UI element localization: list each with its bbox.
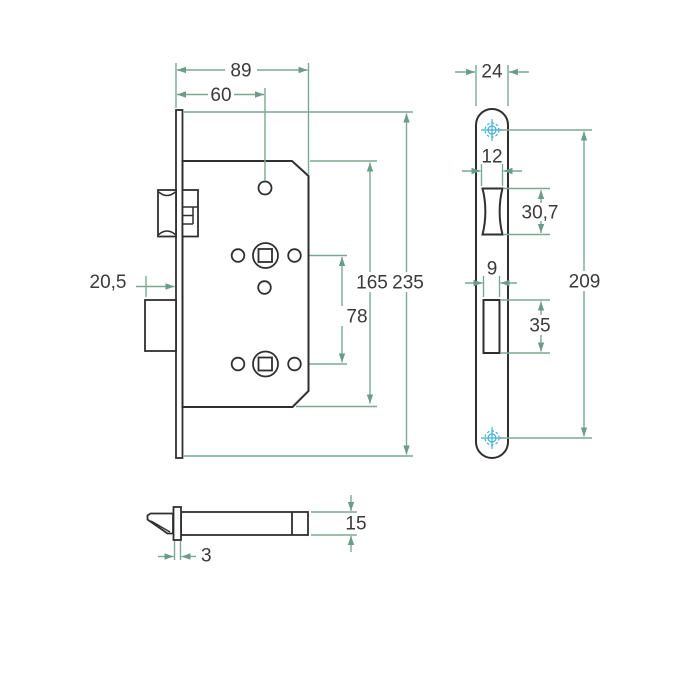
- dim-case-height: 165: [356, 162, 388, 404]
- latch-guide-box: [181, 189, 199, 238]
- screw-hole-icon: [481, 119, 503, 141]
- side-view-dimensions: 15 3: [158, 495, 367, 567]
- dim-label-24: 24: [481, 62, 503, 83]
- dim-total-height: 235: [392, 113, 424, 455]
- latch-bevel-line: [150, 520, 171, 533]
- fixing-hole: [287, 248, 302, 263]
- dim-label-9: 9: [487, 259, 498, 280]
- dim-label-165: 165: [356, 273, 388, 294]
- dim-label-20-5: 20,5: [90, 272, 127, 293]
- dim-label-12: 12: [481, 147, 502, 168]
- deadbolt: [144, 299, 177, 352]
- fixing-hole: [230, 356, 246, 372]
- fixing-hole: [230, 248, 246, 263]
- dim-latch-cutout-width: 12: [462, 147, 522, 175]
- dim-screw-spacing: 209: [569, 131, 601, 437]
- dim-label-209: 209: [569, 272, 601, 293]
- dim-backset: 60: [177, 85, 264, 106]
- dim-latch-cutout-height: 30,7: [522, 190, 559, 233]
- spindle-square-bottom: [257, 356, 273, 372]
- dim-label-3: 3: [201, 546, 212, 567]
- dim-case-depth: 89: [177, 61, 308, 82]
- spindle-square-top: [257, 248, 273, 263]
- dim-case-thickness: 15: [345, 495, 367, 552]
- center-hole: [257, 280, 272, 295]
- dim-label-30-7: 30,7: [522, 203, 559, 224]
- front-view-dimensions: 89 60 20,5 165 235 78: [90, 61, 424, 457]
- dim-plate-width: 24: [455, 62, 529, 83]
- deadbolt-cutout: [482, 299, 501, 354]
- side-view: [146, 506, 309, 541]
- fixing-hole: [287, 356, 302, 372]
- dim-bolt-cutout-height: 35: [529, 301, 551, 352]
- dim-plate-thickness: 3: [158, 546, 212, 567]
- faceplate-profile: [172, 506, 182, 541]
- dim-bolt-cutout-width: 9: [465, 259, 517, 287]
- latch-cutout: [481, 187, 504, 236]
- front-view: [144, 109, 347, 459]
- dim-bolt-throw: 20,5: [90, 272, 175, 293]
- dim-label-15: 15: [345, 514, 366, 535]
- latch-bevel-line: [158, 230, 176, 236]
- dim-label-78: 78: [346, 307, 367, 328]
- dim-follower-spacing: 78: [338, 257, 368, 363]
- case-profile: [180, 511, 309, 536]
- dim-label-60: 60: [210, 85, 231, 106]
- latch-bevel-line: [158, 191, 176, 197]
- dim-label-235: 235: [392, 273, 424, 294]
- cylinder-hole: [257, 180, 273, 196]
- dim-label-35: 35: [529, 316, 550, 337]
- faceplate-dimensions: 24 12 30,7 9 35 209: [455, 62, 600, 439]
- lock-case-outline: [181, 160, 310, 408]
- latch-bolt-profile: [146, 512, 174, 535]
- latch-bolt-head: [157, 189, 177, 238]
- dim-label-89: 89: [230, 61, 251, 82]
- screw-hole-icon: [481, 427, 503, 449]
